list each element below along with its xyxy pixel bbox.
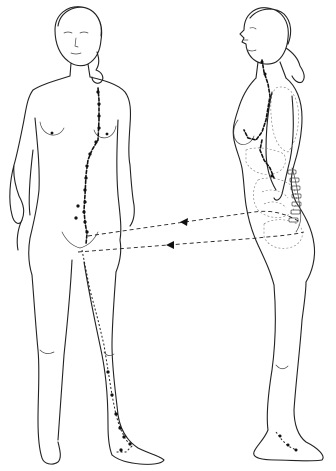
acupoint (85, 230, 88, 233)
front-torso-right (90, 77, 130, 240)
side-knee (276, 365, 288, 369)
acupoint (83, 188, 86, 191)
acupoint (85, 164, 88, 167)
acupoint (271, 175, 274, 178)
acupoint (96, 90, 99, 93)
acupoint (295, 449, 298, 452)
acupoint (261, 61, 264, 64)
front-face-features (64, 32, 88, 54)
side-neck (256, 62, 286, 78)
acupoint (128, 442, 131, 445)
side-legs (254, 282, 323, 461)
acupoint (88, 152, 91, 155)
acupoint (118, 426, 121, 429)
front-right-nipple (106, 133, 109, 136)
lower-connector-arrow (166, 241, 174, 249)
front-acupoints (74, 90, 131, 451)
front-neck (70, 63, 90, 77)
acupoint (76, 204, 79, 207)
acupoint (110, 393, 113, 396)
front-right-arm (130, 165, 134, 226)
side-lung-outline (271, 87, 299, 152)
acupoint (106, 370, 109, 373)
side-view-figure (233, 8, 323, 461)
acupoint (83, 220, 86, 223)
acupoint (94, 140, 97, 143)
lower-connector-line (78, 232, 304, 252)
acupoint (74, 216, 77, 219)
front-meridian-path (74, 88, 132, 452)
upper-connector-arrow (180, 218, 188, 226)
front-right-leg (84, 262, 164, 464)
side-pelvis-outline (264, 220, 302, 249)
acupoint (97, 126, 100, 129)
acupoint (287, 444, 290, 447)
acupoint (264, 73, 267, 76)
side-vertebrae (288, 170, 301, 222)
acupoint (82, 210, 85, 213)
acupoint (83, 200, 86, 203)
acupoint (119, 448, 122, 451)
side-spine (292, 168, 301, 232)
side-leg-meridian-line (276, 432, 296, 450)
front-hips (29, 238, 121, 275)
side-intestine-outline (254, 178, 297, 217)
front-breasts (40, 122, 116, 138)
front-pelvis (62, 232, 98, 248)
front-knees (40, 350, 114, 356)
side-head (240, 8, 288, 64)
side-breast (234, 120, 254, 145)
front-torso-left (14, 76, 70, 238)
side-meridian-line (244, 60, 274, 178)
acupoint (84, 176, 87, 179)
front-hair (58, 7, 103, 83)
front-left-forearm (10, 165, 22, 223)
acupoint (97, 114, 100, 117)
vertebra (291, 210, 300, 214)
side-hair (250, 9, 304, 82)
acupoint (122, 435, 125, 438)
acupoint (114, 412, 117, 415)
front-left-leg (32, 260, 72, 464)
acupoint (97, 102, 100, 105)
front-leg-meridian-line (82, 250, 132, 452)
acupoint (279, 435, 282, 438)
side-meridian-path (244, 60, 298, 452)
view-connectors (78, 211, 304, 252)
front-left-nipple (51, 132, 54, 135)
